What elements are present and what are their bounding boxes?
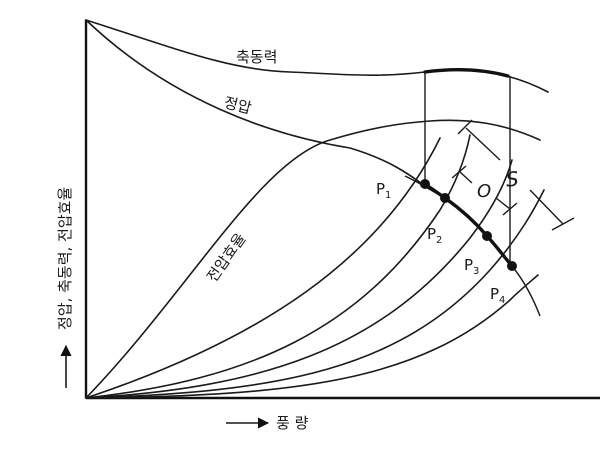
p4-subscript: 4: [499, 295, 505, 306]
x-axis-title: 풍 량: [276, 414, 309, 432]
shaft-power-label: 축동력: [236, 48, 277, 66]
dimension-s-line-top: [465, 127, 501, 161]
dimension-o-label: O: [477, 181, 491, 202]
p2-letter: P: [427, 225, 436, 243]
p3-label: P3: [464, 256, 479, 277]
total-efficiency-curve: [85, 119, 541, 399]
static-pressure-curve: [85, 19, 426, 187]
p1-subscript: 1: [385, 190, 391, 201]
p4-letter: P: [490, 285, 499, 303]
pressure-operating-curve: [404, 175, 541, 317]
dimension-s-line-bottom: [529, 189, 564, 225]
shaft-power-curve: [85, 19, 549, 93]
dimension-o-line-top: [459, 171, 473, 184]
shaft-power-operating-segment: [423, 67, 510, 78]
pressure-operating-segment: [423, 182, 514, 268]
resistance-curve-1: [85, 137, 441, 399]
dimension-o-ext-top: [451, 165, 467, 179]
p3-letter: P: [464, 256, 473, 274]
p2-label: P2: [427, 225, 442, 246]
total-efficiency-label: 전압효율: [203, 230, 249, 286]
y-axis-title: 정압, 축동력, 전압효율: [56, 187, 74, 330]
operating-point-p2: [440, 193, 450, 203]
p1-label: P1: [376, 180, 391, 201]
resistance-curve-4: [85, 189, 545, 399]
dimension-s-ext-top: [457, 119, 473, 135]
resistance-curve-5: [85, 274, 539, 399]
static-pressure-label: 정압: [222, 93, 253, 117]
p1-letter: P: [376, 180, 385, 198]
dimension-s-label: S: [505, 167, 520, 192]
p3-subscript: 3: [473, 266, 479, 277]
operating-point-p4: [507, 261, 517, 271]
operating-point-p1: [420, 179, 430, 189]
p4-label: P4: [490, 285, 505, 306]
dimension-o-line-bottom: [495, 197, 511, 210]
operating-point-p3: [482, 231, 492, 241]
p2-subscript: 2: [436, 235, 442, 246]
